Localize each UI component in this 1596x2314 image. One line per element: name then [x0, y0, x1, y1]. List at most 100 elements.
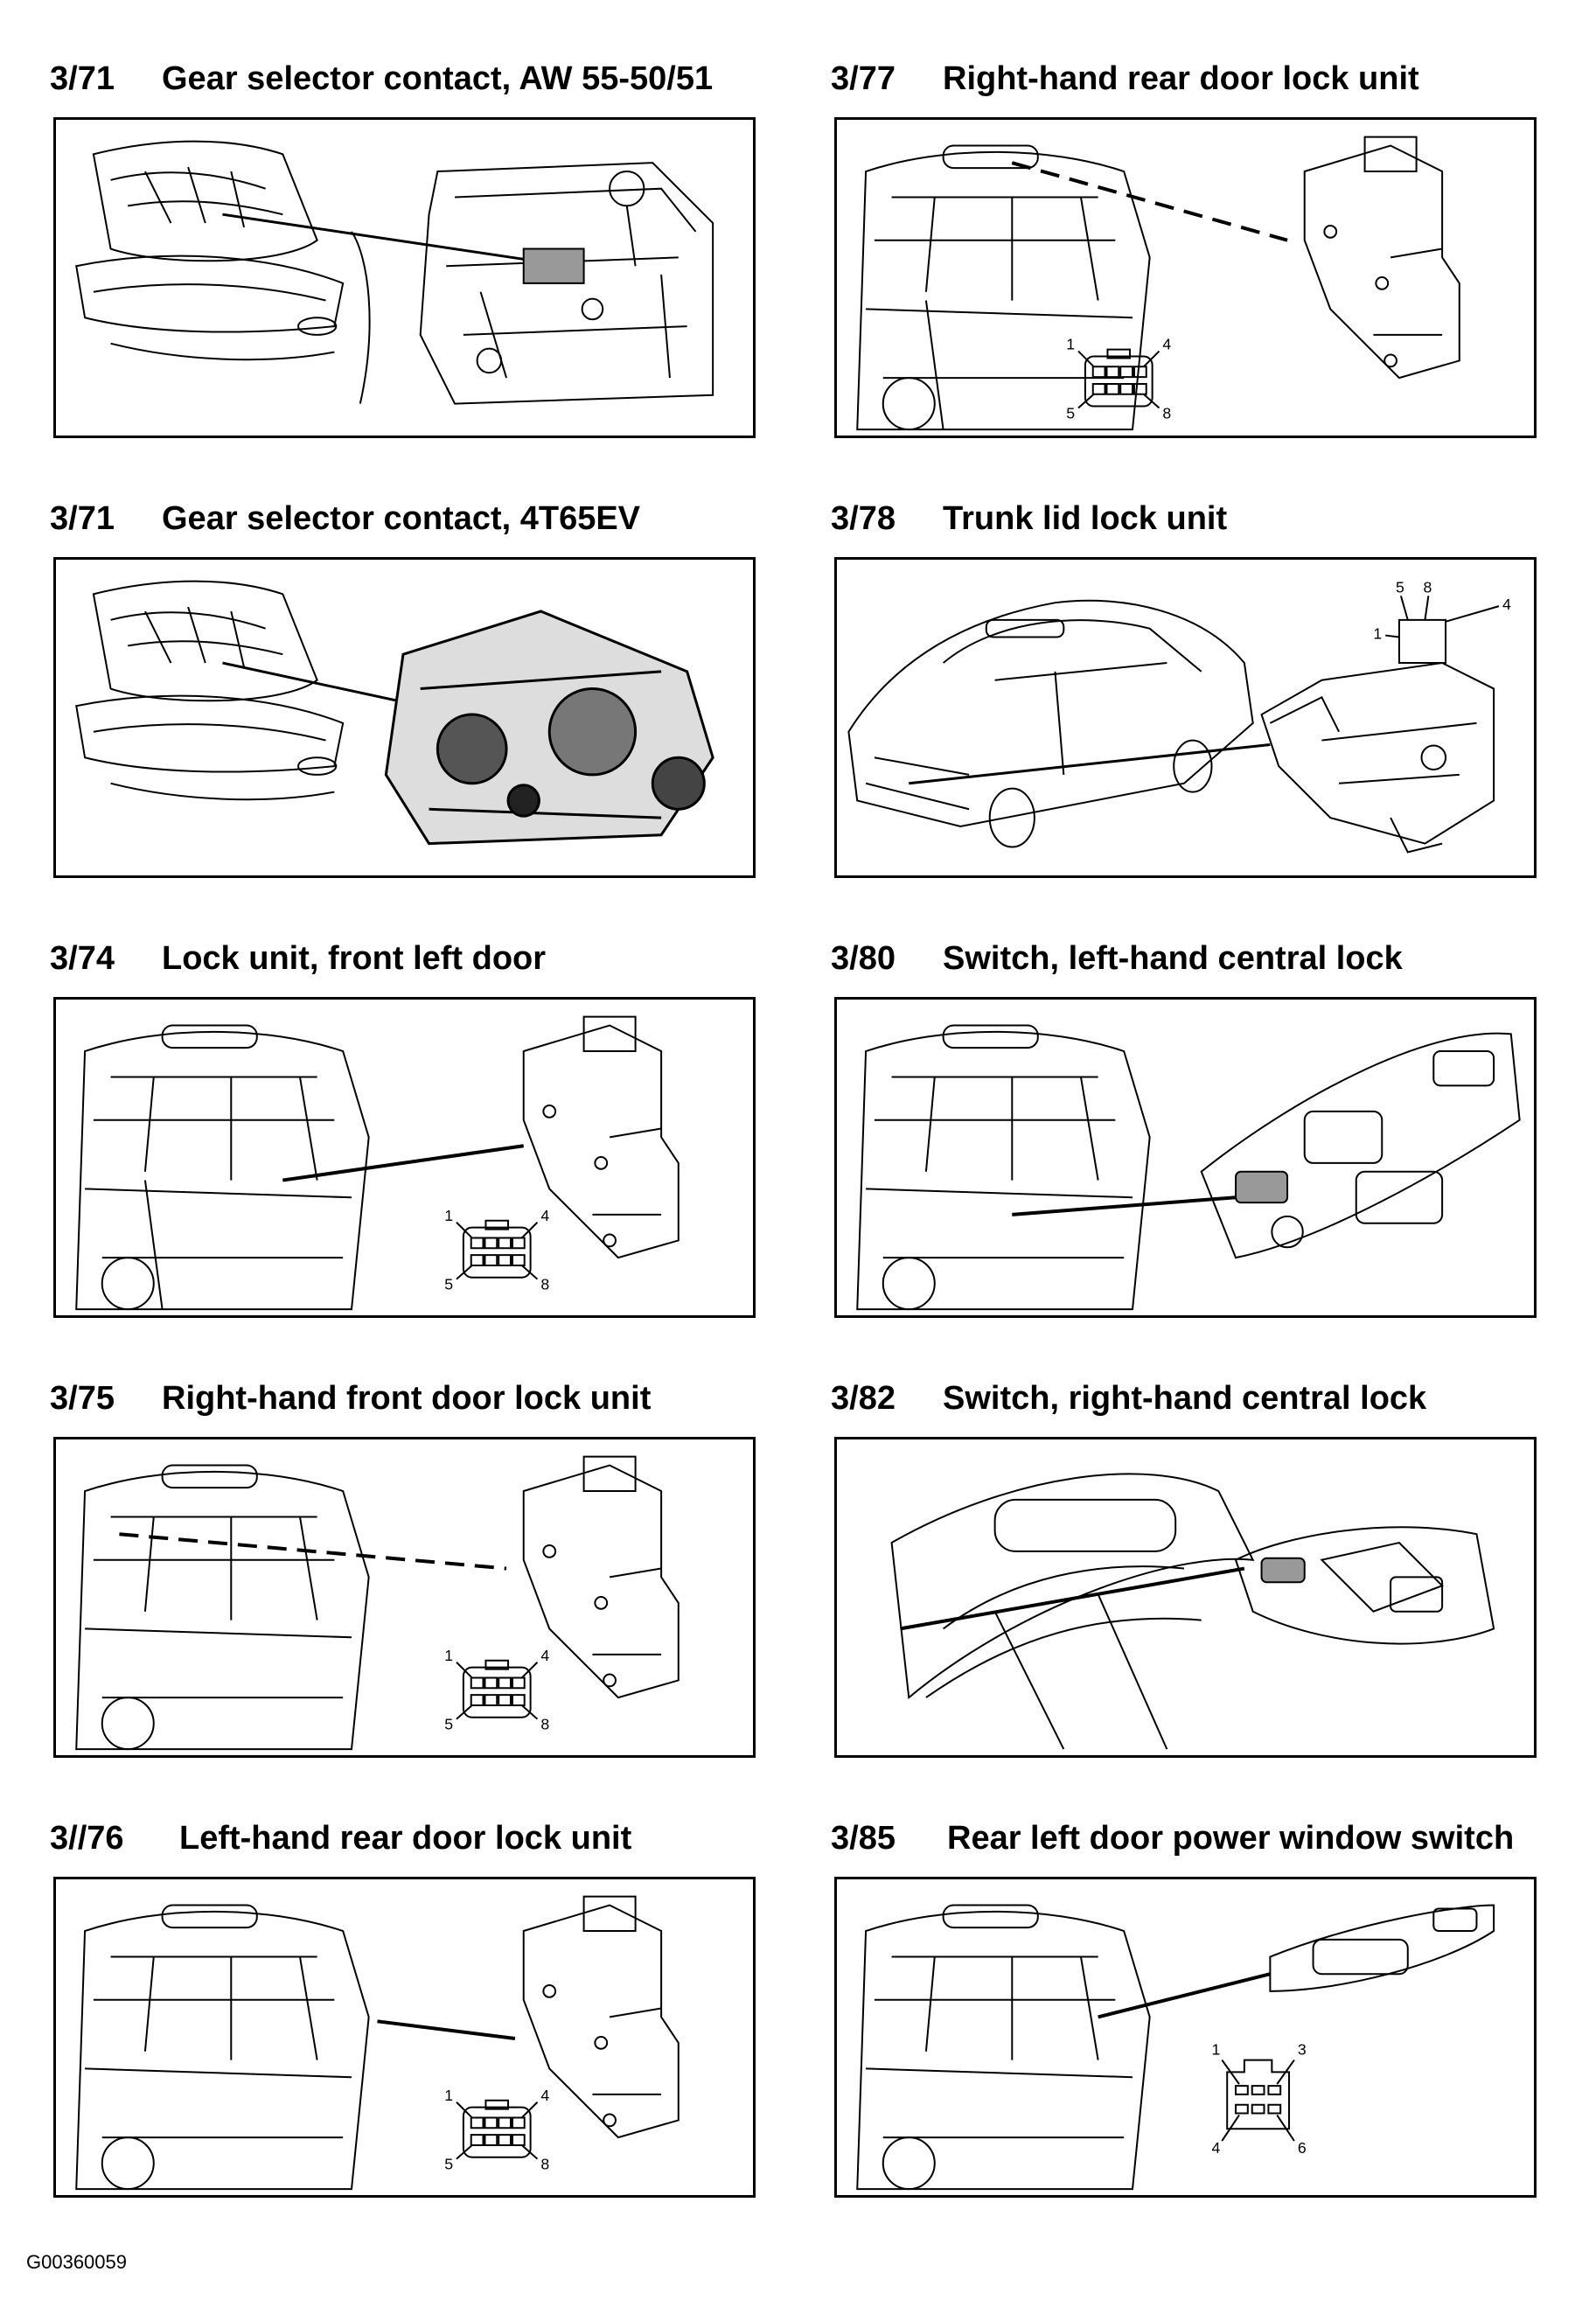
pin-label: 5 — [1396, 578, 1404, 596]
pin-label: 8 — [540, 2155, 549, 2172]
figure-id: G00360059 — [26, 2251, 127, 2273]
car-interior-illustration — [76, 1906, 368, 2190]
panel-code: 3/80 — [831, 940, 896, 977]
panel-label: Right-hand front door lock unit — [162, 1380, 652, 1417]
connector-icon: 1 4 5 8 — [444, 1207, 549, 1293]
engine-and-transmission-illustration — [56, 120, 753, 436]
pin-label: 1 — [444, 2087, 453, 2104]
connector-icon: 1 4 5 8 — [1066, 336, 1171, 422]
panel-title: 3/75 Right-hand front door lock unit — [50, 1372, 837, 1425]
engine-and-transmission-illustration — [56, 560, 753, 875]
panel-label: Switch, left-hand central lock — [943, 940, 1403, 977]
trunk-lock-diagram: 5 8 4 1 — [837, 578, 1511, 875]
car-interior-illustration — [76, 1466, 368, 1750]
pin-label: 1 — [1212, 2041, 1221, 2059]
illustration-frame: 1 4 5 8 — [834, 117, 1537, 438]
panel-code: 3/82 — [831, 1380, 896, 1417]
illustration-frame — [834, 1437, 1537, 1758]
panel-label: Gear selector contact, AW 55-50/51 — [162, 60, 714, 97]
panel-label: Lock unit, front left door — [162, 940, 547, 977]
door-lock-diagram: 1 4 5 8 — [56, 1000, 753, 1315]
pin-label: 4 — [540, 2087, 549, 2104]
switch-panel-illustration — [1236, 1527, 1494, 1643]
panel-label: Trunk lid lock unit — [943, 500, 1228, 537]
panel-label: Left-hand rear door lock unit — [179, 1820, 632, 1857]
car-interior-illustration — [857, 1906, 1149, 2190]
connector-icon: 1 4 5 8 — [444, 2087, 549, 2173]
panel-title: 3//76 Left-hand rear door lock unit — [50, 1812, 837, 1864]
car-interior-illustration — [76, 1026, 368, 1310]
pin-label: 5 — [444, 2155, 453, 2172]
connector-icon: 1 4 5 8 — [444, 1647, 549, 1733]
panel-code: 3/71 — [50, 500, 115, 537]
door-lock-unit-illustration — [524, 1017, 679, 1258]
illustration-frame — [53, 557, 756, 878]
panel-title: 3/80 Switch, left-hand central lock — [831, 932, 1596, 985]
pin-label: 8 — [540, 1275, 549, 1293]
illustration-frame: 1 4 5 8 — [53, 1437, 756, 1758]
panel-title: 3/85 Rear left door power window switch — [831, 1812, 1596, 1864]
pin-label: 1 — [1066, 336, 1075, 353]
car-exterior-illustration — [848, 601, 1252, 847]
panel-code: 3/78 — [831, 500, 896, 537]
door-lock-unit-illustration — [1305, 137, 1460, 378]
panel-title: 3/77 Right-hand rear door lock unit — [831, 52, 1596, 105]
pin-label: 5 — [1066, 404, 1075, 422]
panel-label: Rear left door power window switch — [947, 1820, 1515, 1857]
pin-label: 1 — [444, 1647, 453, 1664]
pin-label: 4 — [1212, 2139, 1221, 2157]
pin-label: 4 — [1162, 336, 1171, 353]
panel-label: Right-hand rear door lock unit — [943, 60, 1419, 97]
panel-title: 3/71 Gear selector contact, 4T65EV — [50, 492, 837, 545]
switch-diagram — [837, 1439, 1534, 1755]
door-lock-unit-illustration — [524, 1457, 679, 1697]
panel-title: 3/82 Switch, right-hand central lock — [831, 1372, 1596, 1425]
door-lock-diagram: 1 4 5 8 — [56, 1439, 753, 1755]
switch-diagram — [837, 1000, 1534, 1315]
panel-code: 3/74 — [50, 940, 115, 977]
panel-code: 3/85 — [831, 1820, 896, 1857]
pin-label: 6 — [1298, 2139, 1307, 2157]
pin-label: 8 — [540, 1715, 549, 1732]
illustration-frame: 1 4 5 8 — [53, 997, 756, 1318]
connector-pin-labels: 5 8 4 1 — [1373, 578, 1511, 642]
pin-label: 5 — [444, 1715, 453, 1732]
panel-label: Gear selector contact, 4T65EV — [162, 500, 641, 537]
panel-title: 3/74 Lock unit, front left door — [50, 932, 837, 985]
car-interior-illustration — [892, 1474, 1253, 1749]
panel-code: 3//76 — [50, 1820, 124, 1857]
car-interior-illustration — [857, 1026, 1149, 1310]
switch-panel-illustration — [1270, 1906, 1494, 1991]
door-lock-diagram: 1 4 5 8 — [56, 1879, 753, 2195]
illustration-frame: 5 8 4 1 — [834, 557, 1537, 878]
illustration-frame — [53, 117, 756, 438]
illustration-frame: 1 4 5 8 — [53, 1877, 756, 2198]
engine-bay-illustration — [76, 582, 343, 800]
illustration-frame: 1 3 4 6 — [834, 1877, 1537, 2198]
panel-label: Switch, right-hand central lock — [943, 1380, 1427, 1417]
connector-icon: 1 3 4 6 — [1212, 2041, 1307, 2157]
switch-diagram: 1 3 4 6 — [837, 1879, 1534, 2195]
pin-label: 5 — [444, 1275, 453, 1293]
illustration-frame — [834, 997, 1537, 1318]
pin-label: 4 — [540, 1207, 549, 1224]
door-lock-diagram: 1 4 5 8 — [837, 120, 1534, 436]
pin-label: 8 — [1423, 578, 1432, 596]
engine-bay-illustration — [76, 142, 369, 404]
trunk-lock-unit-illustration — [1262, 620, 1495, 853]
pin-label: 1 — [444, 1207, 453, 1224]
panel-code: 3/75 — [50, 1380, 115, 1417]
panel-title: 3/71 Gear selector contact, AW 55-50/51 — [50, 52, 837, 105]
pin-label: 4 — [1502, 596, 1511, 613]
panel-title: 3/78 Trunk lid lock unit — [831, 492, 1596, 545]
pin-label: 3 — [1298, 2041, 1307, 2059]
switch-panel-illustration — [1202, 1034, 1520, 1258]
car-interior-illustration — [857, 146, 1149, 430]
transmission-illustration — [421, 163, 713, 403]
door-lock-unit-illustration — [524, 1897, 679, 2137]
panel-code: 3/71 — [50, 60, 115, 97]
pin-label: 4 — [540, 1647, 549, 1664]
transmission-illustration — [386, 611, 713, 844]
pin-label: 1 — [1373, 624, 1382, 642]
panel-code: 3/77 — [831, 60, 896, 97]
